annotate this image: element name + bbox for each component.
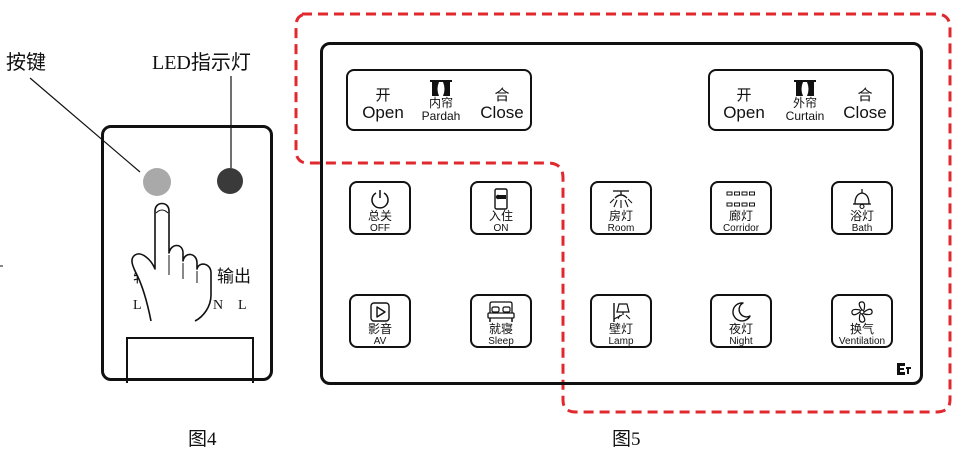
fan-icon	[851, 301, 873, 323]
brand-logo-icon	[897, 363, 911, 375]
switch-panel-fig4	[101, 125, 273, 381]
off-button[interactable]: 总关 OFF	[349, 181, 411, 235]
press-button[interactable]	[143, 168, 171, 196]
wall-lamp-icon	[613, 303, 631, 322]
night-light-button[interactable]: 夜灯 Night	[710, 294, 772, 348]
wall-lamp-button[interactable]: 壁灯 Lamp	[590, 294, 652, 348]
inner-curtain-control: 开 Open 内帘 Pardah 合 Close	[346, 69, 532, 131]
room-light-button[interactable]: 房灯 Room	[590, 181, 652, 235]
hand-icon	[131, 202, 212, 322]
inner-curtain-label: 内帘 Pardah	[416, 80, 466, 122]
control-panel	[320, 42, 923, 385]
led-indicator	[217, 168, 243, 194]
outer-curtain-label: 外帘 Curtain	[778, 80, 832, 122]
corridor-light-button[interactable]: 廊灯 Corridor	[710, 181, 772, 235]
corridor-light-icon	[726, 191, 755, 207]
output-terminal-label: 输出	[217, 267, 251, 286]
terminal-l-output: L	[238, 298, 247, 313]
curtain-icon	[430, 80, 452, 96]
bath-light-button[interactable]: 浴灯 Bath	[831, 181, 893, 235]
outer-curtain-close-button[interactable]: 合 Close	[843, 87, 887, 122]
inner-curtain-open-button[interactable]: 开 Open	[362, 87, 404, 122]
outer-curtain-open-button[interactable]: 开 Open	[723, 87, 765, 122]
av-button[interactable]: 影音 AV	[349, 294, 411, 348]
ventilation-button[interactable]: 换气 Ventilation	[831, 294, 893, 348]
check-in-button[interactable]: 入住 ON	[470, 181, 532, 235]
terminal-n: N	[213, 298, 224, 313]
bath-light-icon	[853, 189, 871, 210]
terminal-l-input: L	[133, 298, 142, 313]
figure-4-caption: 图4	[188, 429, 217, 450]
play-icon	[370, 302, 390, 322]
keycard-icon	[494, 188, 508, 210]
figure-5-caption: 图5	[612, 429, 641, 450]
led-indicator-label: LED指示灯	[152, 52, 251, 74]
outer-curtain-control: 开 Open 外帘 Curtain 合 Close	[708, 69, 894, 131]
power-icon	[371, 190, 389, 209]
key-label: 按键	[6, 52, 46, 74]
sleep-button[interactable]: 就寝 Sleep	[470, 294, 532, 348]
inner-curtain-close-button[interactable]: 合 Close	[480, 87, 524, 122]
curtain-icon	[794, 80, 816, 96]
ceiling-light-icon	[609, 190, 633, 208]
terminal-block	[126, 337, 254, 383]
moon-icon	[732, 302, 751, 322]
bed-icon	[487, 301, 515, 322]
